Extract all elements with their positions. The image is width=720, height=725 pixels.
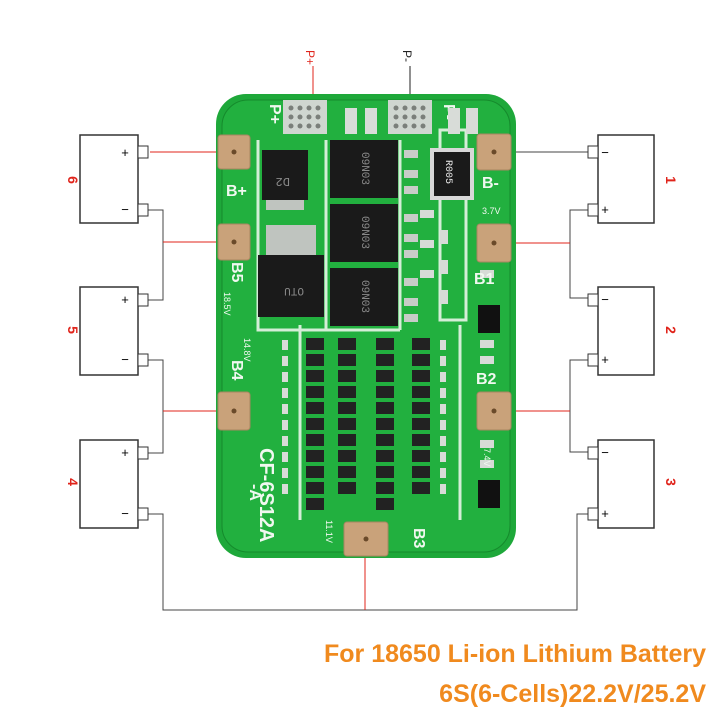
pcb-label-p-plus: P+ [266,104,283,124]
svg-text:−: − [601,145,609,160]
pcb-label-185v: 18.5V [222,292,232,316]
pcb-silkscreen: B+ B- B1 B2 B3 B4 B5 3.7V 7.4V 11.1V 14.… [222,175,501,549]
p-plus-label: P+ [303,50,317,65]
p-plus-header [283,100,327,134]
pcb-label-b-minus: B- [482,175,499,192]
cells: + − 6 + − 5 + − 4 − + 1 [65,134,679,529]
shunt-resistor [430,148,474,200]
battery-cell-3: − + 3 [587,439,679,529]
p-minus-header [388,100,432,134]
cell-number-4: 4 [65,478,81,486]
pcb-label-b2: B2 [476,371,497,388]
svg-text:+: + [121,445,129,460]
cell-number-5: 5 [65,326,81,334]
pcb-model-suffix: -A [246,484,263,501]
solder-pads [217,133,512,557]
pcb-board: P+ P- [216,94,516,558]
resistor-label: R005 [442,160,453,184]
wire-cell4-minus [148,513,588,611]
pcb-label-b4: B4 [228,360,245,381]
cell-number-6: 6 [65,176,81,184]
svg-text:−: − [601,292,609,307]
pcb-label-b5: B5 [228,262,245,283]
pcb-label-b3: B3 [410,528,427,549]
svg-text:−: − [121,506,129,521]
svg-text:+: + [601,506,609,521]
pcb-label-111v: 11.1V [324,520,334,543]
svg-text:+: + [121,292,129,307]
p-minus-label: P- [400,50,414,62]
pcb-label-b-plus: B+ [226,183,247,200]
battery-cell-5: + − 5 [65,286,149,376]
mosfets: D2 09N03 09N03 09N03 OTU R005 [258,140,474,326]
cell-number-3: 3 [663,478,679,486]
battery-cell-6: + − 6 [65,134,149,224]
pcb-label-148v: 14.8V [242,338,252,362]
cell-number-1: 1 [663,176,679,184]
caption-line-2: 6S(6-Cells)22.2V/25.2V [439,680,706,708]
pcb-model-label: CF-6S12A [255,448,277,542]
wire-cell1-plus [569,209,588,299]
wire-cell2-plus [569,359,588,453]
caption-line-1: For 18650 Li-ion Lithium Battery [323,640,706,668]
svg-text:−: − [601,445,609,460]
chip-label-d2: D2 [276,174,290,188]
svg-text:−: − [121,352,129,367]
battery-cell-1: − + 1 [587,134,679,224]
mosfet-label-1: 09N03 [358,152,370,185]
pcb-label-37v: 3.7V [482,206,501,216]
mosfet-label-4: OTU [284,284,304,296]
mosfet-label-3: 09N03 [358,280,370,313]
cell-number-2: 2 [663,326,679,334]
svg-text:+: + [601,352,609,367]
svg-text:+: + [121,145,129,160]
pcb-label-b1: B1 [474,271,495,288]
pcb-label-74v: 7.4V [482,448,492,467]
battery-cell-2: − + 2 [587,286,679,376]
svg-text:+: + [601,202,609,217]
battery-cell-4: + − 4 [65,439,149,529]
smd-components [282,210,494,510]
wire-cell5-minus [148,359,164,454]
mosfet-label-2: 09N03 [358,216,370,249]
wire-cell6-minus [148,209,164,301]
svg-text:−: − [121,202,129,217]
